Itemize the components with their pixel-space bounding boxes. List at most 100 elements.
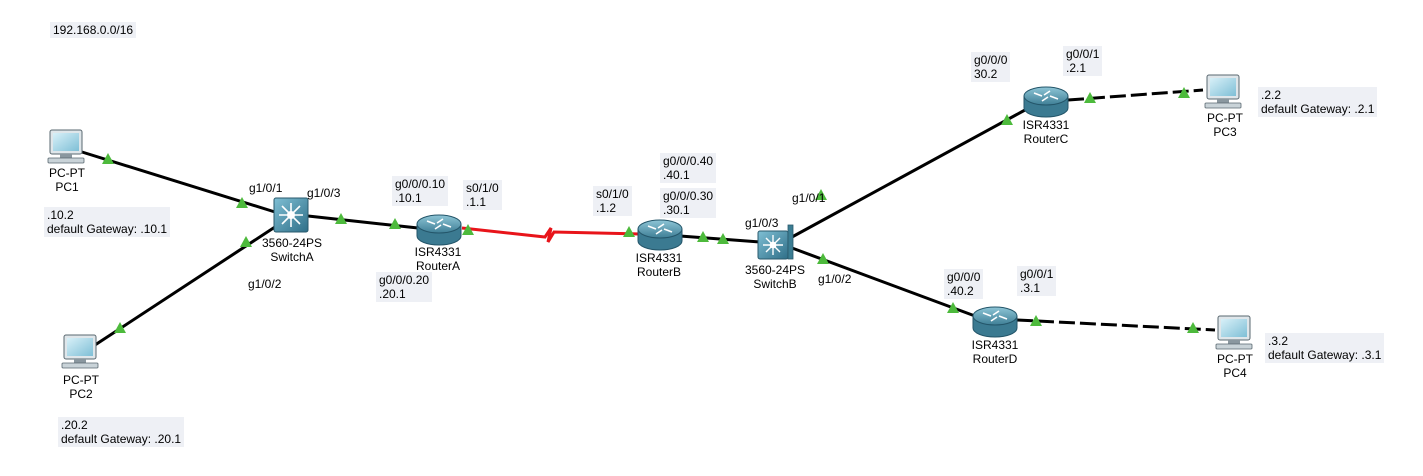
routerC-g1-note: g0/0/1.2.1 <box>1063 46 1103 76</box>
switchB-name: SwitchB <box>753 277 797 291</box>
link-routerD-pc4[interactable] <box>1016 318 1216 332</box>
pc2-ip: .20.2 <box>61 418 88 432</box>
pc1-ip: .10.2 <box>47 208 74 222</box>
routerA-serial-ip: .1.1 <box>466 195 487 209</box>
pc1-model: PC-PT <box>49 166 85 180</box>
link-up-indicator <box>697 231 709 242</box>
device-pc4[interactable] <box>1215 315 1253 350</box>
routerB-sub30-ip: .30.1 <box>663 203 690 217</box>
routerB-sub30-note: g0/0/0.30.30.1 <box>660 188 717 218</box>
link-up-indicator <box>114 322 126 333</box>
pc2-model: PC-PT <box>63 373 99 387</box>
routerC-g0-ip: 30.2 <box>974 67 998 81</box>
routerD-g1-interface: g0/0/1 <box>1020 267 1054 281</box>
routerB-name: RouterB <box>636 265 682 279</box>
device-pc1[interactable] <box>47 129 85 164</box>
link-up-indicator <box>102 153 114 164</box>
link-up-indicator <box>1030 315 1042 326</box>
pc4-name: PC4 <box>1223 366 1247 380</box>
routerC-model: ISR4331 <box>1022 118 1070 132</box>
pc2-gateway: default Gateway: .20.1 <box>61 432 182 446</box>
pc4-gateway: default Gateway: .3.1 <box>1268 348 1382 362</box>
switchB-g3-label: g1/0/3 <box>745 216 779 230</box>
device-routerC[interactable] <box>1023 86 1069 118</box>
link-status-indicators <box>102 87 1199 333</box>
pc3-ip: .2.2 <box>1261 88 1282 102</box>
network-address-note: 192.168.0.0/16 <box>50 22 137 38</box>
routerC-name: RouterC <box>1023 132 1069 146</box>
link-up-indicator <box>240 236 252 247</box>
device-pc3[interactable] <box>1204 74 1242 109</box>
link-routerA-routerB-serial[interactable] <box>461 226 641 243</box>
switchA-g3-label: g1/0/3 <box>307 186 341 200</box>
switchA-g1-label: g1/0/1 <box>249 181 283 195</box>
routerA-serial-interface: s0/1/0 <box>466 181 499 195</box>
link-up-indicator <box>947 302 959 313</box>
device-switchA[interactable] <box>273 197 309 233</box>
pc2-name: PC2 <box>69 387 93 401</box>
routerD-name: RouterD <box>972 352 1018 366</box>
routerA-serial-note: s0/1/0.1.1 <box>463 180 502 210</box>
routerD-g0-ip: .40.2 <box>947 284 974 298</box>
link-up-indicator <box>1187 322 1199 333</box>
routerB-model: ISR4331 <box>635 251 683 265</box>
routerB-sub40-note: g0/0/0.40.40.1 <box>660 153 717 183</box>
switchB-g2-label: g1/0/2 <box>818 272 852 286</box>
link-up-indicator <box>1084 92 1096 103</box>
routerC-g1-ip: .2.1 <box>1066 61 1087 75</box>
pc4-model: PC-PT <box>1217 352 1253 366</box>
link-up-indicator <box>335 213 347 224</box>
link-up-indicator <box>815 189 827 200</box>
device-routerB[interactable] <box>637 219 683 251</box>
routerA-sub10-note: g0/0/0.10.10.1 <box>392 176 449 206</box>
link-up-indicator <box>717 233 729 244</box>
device-switchB[interactable] <box>757 224 794 260</box>
device-routerA[interactable] <box>416 214 462 246</box>
switchB-g1-label: g1/0/1 <box>792 191 826 205</box>
routerD-model: ISR4331 <box>971 338 1019 352</box>
switchA-g2-label: g1/0/2 <box>248 277 282 291</box>
routerD-g1-ip: .3.1 <box>1020 281 1041 295</box>
routerA-sub20-note: g0/0/0.20.20.1 <box>376 272 433 302</box>
routerD-g1-note: g0/0/1.3.1 <box>1017 266 1057 296</box>
routerC-g1-interface: g0/0/1 <box>1066 47 1100 61</box>
pc4-ip: .3.2 <box>1268 334 1289 348</box>
routerB-sub30-interface: g0/0/0.30 <box>663 189 714 203</box>
link-up-indicator <box>1001 114 1013 125</box>
device-pc2[interactable] <box>61 334 99 369</box>
switchA-model: 3560-24PS <box>261 236 323 250</box>
link-up-indicator <box>462 224 474 235</box>
link-switchA-routerA[interactable] <box>307 214 419 230</box>
link-up-indicator <box>236 197 248 208</box>
routerB-sub40-ip: .40.1 <box>663 168 690 182</box>
pc1-gateway: default Gateway: .10.1 <box>47 222 168 236</box>
routerA-model: ISR4331 <box>414 245 462 259</box>
link-up-indicator <box>1178 87 1190 98</box>
routerC-g0-interface: g0/0/0 <box>974 53 1008 67</box>
routerD-g0-interface: g0/0/0 <box>947 270 981 284</box>
routerB-serial-interface: s0/1/0 <box>596 187 629 201</box>
pc3-gateway: default Gateway: .2.1 <box>1261 102 1375 116</box>
routerB-serial-note: s0/1/0.1.2 <box>593 186 632 216</box>
link-up-indicator <box>817 253 829 264</box>
routerB-serial-ip: .1.2 <box>596 201 617 215</box>
routerA-sub10-interface: g0/0/0.10 <box>395 177 446 191</box>
link-switchB-routerC[interactable] <box>791 108 1026 239</box>
switchB-model: 3560-24PS <box>744 263 806 277</box>
routerD-g0-note: g0/0/0.40.2 <box>944 269 984 299</box>
routerA-sub10-ip: .10.1 <box>395 191 422 205</box>
routerA-sub20-interface: g0/0/0.20 <box>379 273 430 287</box>
device-routerD[interactable] <box>972 306 1018 338</box>
